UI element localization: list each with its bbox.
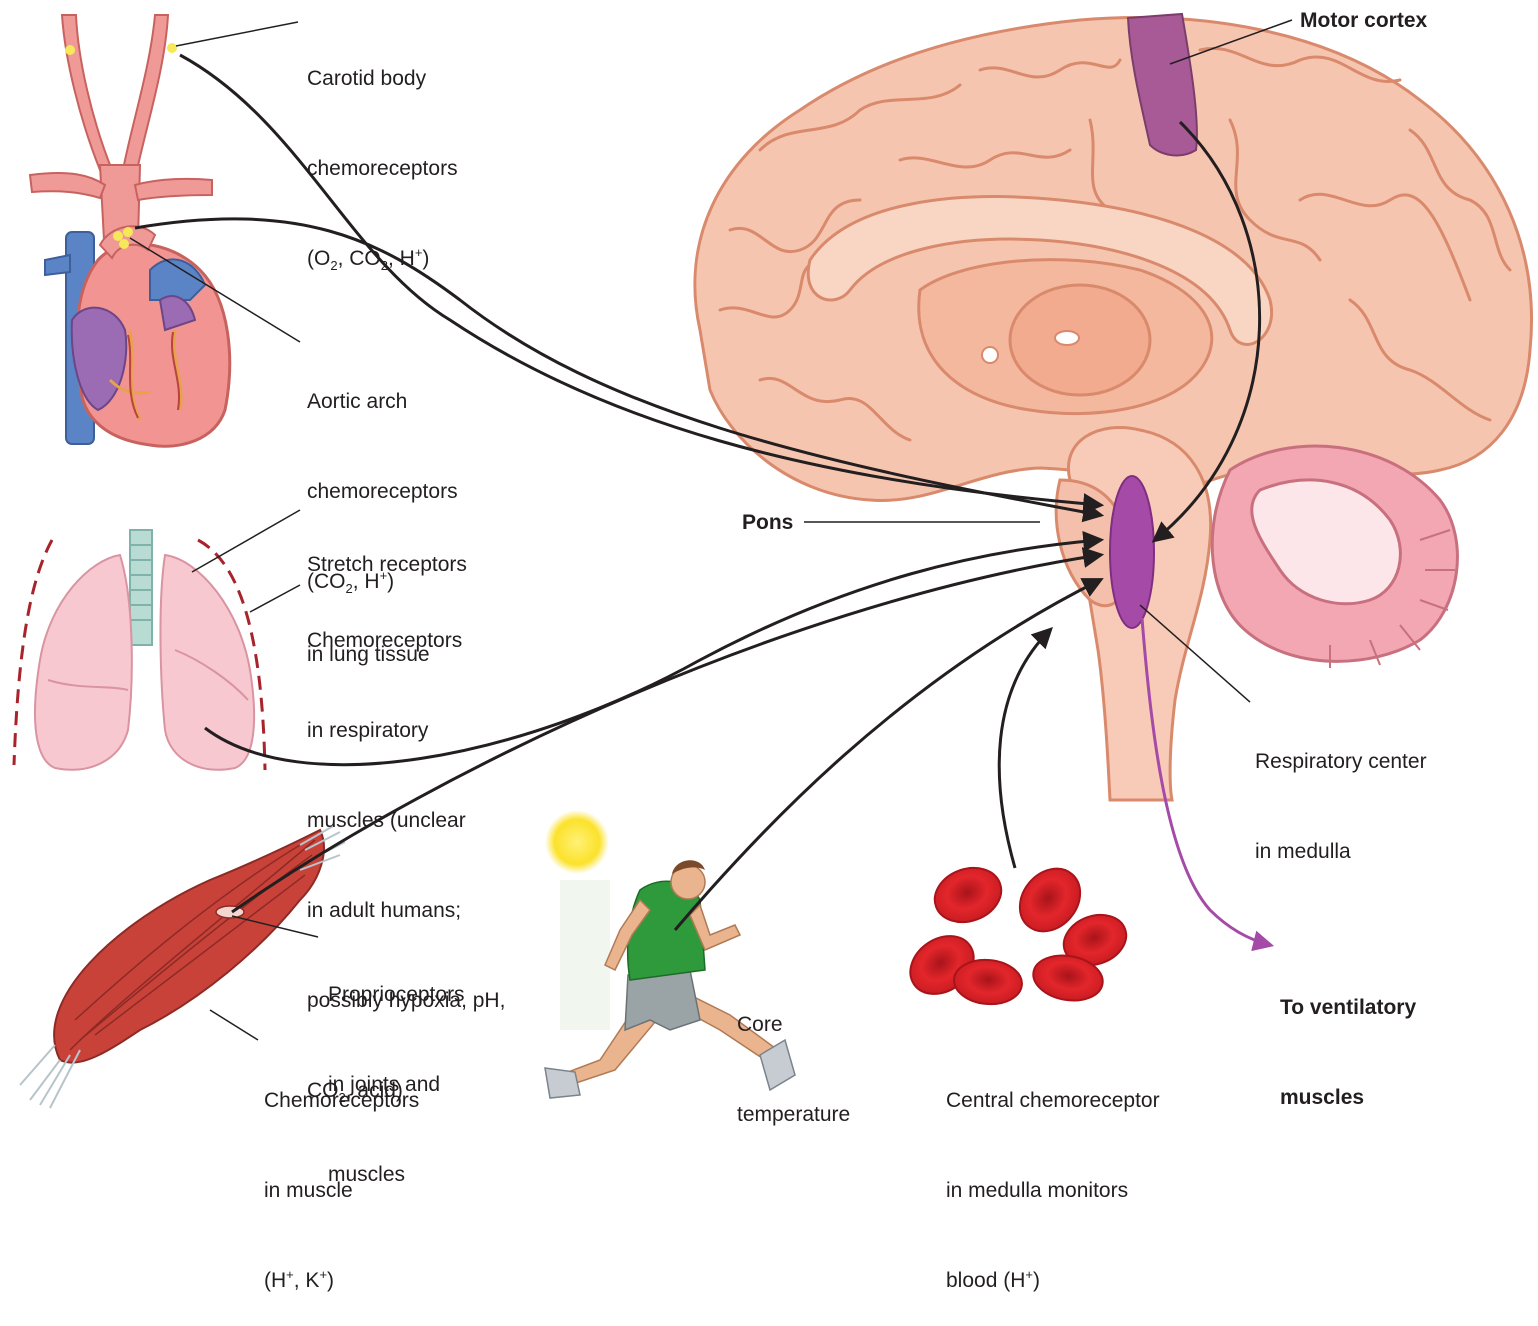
red-blood-cells (899, 857, 1133, 1007)
respiratory-muscle-chemoreceptors-label-line: muscles (unclear (307, 806, 505, 836)
muscle-chemoreceptors-label-line: Chemoreceptors (264, 1086, 419, 1116)
pons-label: Pons (742, 508, 793, 538)
central-chemoreceptor-label-line: Central chemoreceptor (946, 1086, 1160, 1116)
cerebellum (1212, 446, 1457, 668)
aortic-arch-label-line: Aortic arch (307, 387, 458, 417)
proprioceptors-label-line: Proprioceptors (328, 980, 465, 1010)
respiratory-muscle-chemoreceptors-label-line: Chemoreceptors (307, 626, 505, 656)
respiratory-center-label-line: in medulla (1255, 837, 1427, 867)
core-temperature-label-line: temperature (737, 1100, 850, 1130)
respiratory-center-label-line: Respiratory center (1255, 747, 1427, 777)
muscle-chemoreceptors-label-line: in muscle (264, 1176, 419, 1206)
central-chemoreceptor-label-line: in medulla monitors (946, 1176, 1160, 1206)
core-temperature-label: Core temperature (737, 950, 850, 1160)
respiratory-center-region (1110, 476, 1154, 628)
carotid-body-label: Carotid body chemoreceptors (O2, CO2, H+… (307, 4, 458, 304)
ventilatory-muscles-label: To ventilatory muscles (1280, 933, 1416, 1143)
sun-icon (545, 810, 609, 874)
carotid-body-label-line: (O2, CO2, H+) (307, 244, 458, 274)
central-chemoreceptor-label-line: blood (H+) (946, 1266, 1160, 1296)
respiratory-center-label: Respiratory center in medulla (1255, 687, 1427, 897)
central-chemoreceptor-label: Central chemoreceptor in medulla monitor… (946, 1026, 1160, 1326)
motor-cortex-label: Motor cortex (1300, 6, 1427, 36)
carotid-body-label-line: chemoreceptors (307, 154, 458, 184)
respiratory-muscle-chemoreceptors-label-line: in respiratory (307, 716, 505, 746)
muscle-chemoreceptors-label-line: (H+, K+) (264, 1266, 419, 1296)
ventilatory-muscles-label-line: To ventilatory (1280, 993, 1416, 1023)
brain-illustration (695, 14, 1532, 800)
core-temperature-label-line: Core (737, 1010, 850, 1040)
carotid-body-label-line: Carotid body (307, 64, 458, 94)
ventilatory-muscles-label-line: muscles (1280, 1083, 1416, 1113)
muscle-chemoreceptors-label: Chemoreceptors in muscle (H+, K+) (264, 1026, 419, 1326)
heart-illustration (30, 15, 230, 446)
lungs-illustration (14, 530, 265, 770)
